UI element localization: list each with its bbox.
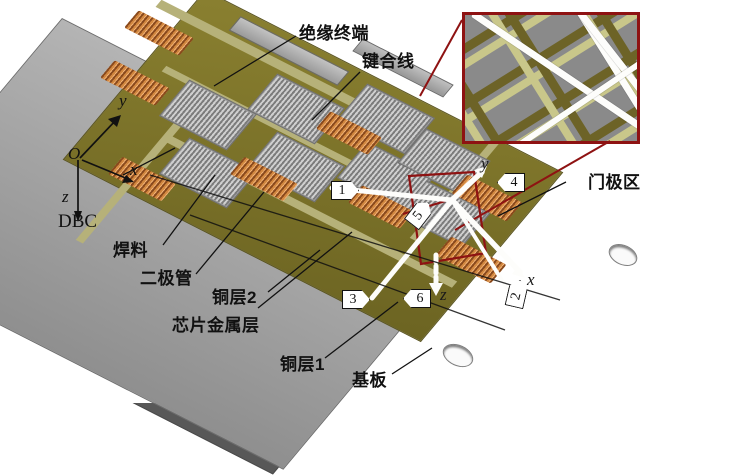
label-copper-layer-1: 铜层1 xyxy=(280,355,325,374)
callout-number: 3 xyxy=(349,291,357,307)
gate-region-inset xyxy=(462,12,640,144)
label-gate-region: 门极区 xyxy=(588,173,641,192)
label-insulating-terminal: 绝缘终端 xyxy=(299,24,369,43)
mounting-hole-bottom xyxy=(439,339,477,372)
callout-number: 4 xyxy=(510,174,518,190)
figure-canvas: 绝缘终端 键合线 DBC 焊料 二极管 铜层2 芯片金属层 铜层1 基板 门极区… xyxy=(0,0,641,475)
local-axis-x-label: x xyxy=(527,270,535,289)
label-copper-layer-2: 铜层2 xyxy=(212,288,257,307)
callout-6[interactable]: 6 xyxy=(403,289,431,308)
local-axis-y-label: y xyxy=(481,154,489,173)
axis-z-label: z xyxy=(62,187,69,206)
axis-origin-label: O xyxy=(68,144,81,163)
local-axis-z-label: z xyxy=(440,285,447,304)
callout-1[interactable]: 1 xyxy=(331,181,359,200)
callout-shape xyxy=(342,290,370,309)
callout-shape xyxy=(497,173,525,192)
callout-number: 1 xyxy=(338,182,346,198)
label-chip-metal-layer: 芯片金属层 xyxy=(172,316,260,335)
label-solder: 焊料 xyxy=(113,241,148,260)
callout-3[interactable]: 3 xyxy=(342,290,370,309)
label-dbc: DBC xyxy=(58,211,98,232)
callout-number: 6 xyxy=(416,290,424,306)
label-bond-wire: 键合线 xyxy=(362,52,415,71)
callout-shape xyxy=(331,181,359,200)
axis-y-label: y xyxy=(119,91,127,110)
axis-x-label: x xyxy=(130,160,138,179)
label-baseplate: 基板 xyxy=(352,371,387,390)
label-diode: 二极管 xyxy=(140,269,193,288)
callout-shape xyxy=(403,289,431,308)
callout-4[interactable]: 4 xyxy=(497,173,525,192)
mounting-hole-right xyxy=(605,239,641,271)
